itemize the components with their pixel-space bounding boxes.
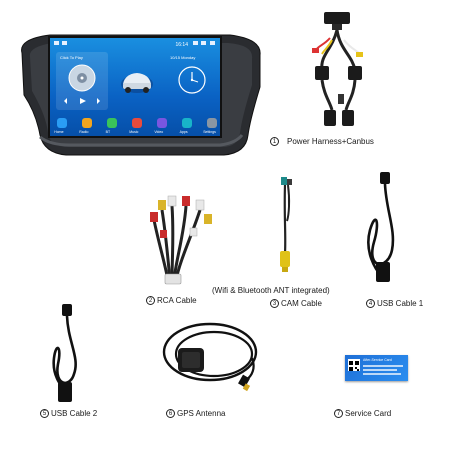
music-widget[interactable]: Click To Play: [56, 52, 108, 110]
item-4-label: USB Cable 1: [377, 299, 424, 308]
analog-clock-icon: [178, 66, 206, 94]
service-card-image: After-Service Card: [345, 355, 408, 381]
item-3-number: 3: [270, 299, 279, 308]
back-icon: [210, 41, 215, 45]
car-icon: [121, 73, 153, 93]
app-video-icon[interactable]: [157, 118, 167, 128]
notification-icon: [62, 41, 67, 45]
item-2-number: 2: [146, 296, 155, 305]
app-apps-label: Apps: [179, 130, 188, 134]
item-4-number: 4: [366, 299, 375, 308]
card-text-line: [363, 373, 401, 375]
album-disc-icon: [68, 64, 96, 92]
screen-icon: [201, 41, 206, 45]
item-5-label: USB Cable 2: [51, 409, 98, 418]
item-7-caption: 7 Service Card: [334, 409, 391, 418]
app-settings-label: Settings: [203, 130, 216, 134]
item-6-label: GPS Antenna: [177, 409, 226, 418]
app-settings-icon[interactable]: [207, 118, 217, 128]
item-5-number: 5: [40, 409, 49, 418]
app-bt-icon[interactable]: [107, 118, 117, 128]
usb-cable-1-image: [367, 172, 395, 282]
item-3-caption: 3 CAM Cable: [270, 299, 322, 308]
cam-cable-note: (Wifi & Bluetooth ANT integrated): [212, 286, 330, 295]
item-3-label: CAM Cable: [281, 299, 322, 308]
item-1-number: 1: [270, 137, 279, 146]
qr-code-icon: [348, 359, 360, 371]
car-widget[interactable]: [113, 52, 161, 110]
app-home-label: Home: [54, 130, 64, 134]
item-5-caption: 5 USB Cable 2: [40, 409, 97, 418]
status-bar: 16:14: [50, 38, 220, 48]
head-unit-screen[interactable]: 16:14 Click To Play 10/15 Monday: [48, 36, 222, 138]
item-6-caption: 6 GPS Antenna: [166, 409, 225, 418]
item-6-number: 6: [166, 409, 175, 418]
service-card-title: After-Service Card: [363, 358, 392, 362]
home-status-icon: [54, 41, 59, 45]
playback-controls-icon: [64, 98, 100, 104]
cam-cable-image: [280, 177, 292, 272]
usb-cable-2-image: [52, 304, 77, 402]
app-radio-label: Radio: [79, 130, 89, 134]
app-bt-label: BT: [105, 130, 111, 134]
volume-icon: [193, 41, 198, 45]
status-time: 16:14: [175, 42, 188, 48]
app-dock: Home Radio BT Music Video Apps Settings: [50, 114, 220, 136]
app-music-label: Music: [129, 130, 139, 134]
app-home-icon[interactable]: [57, 118, 67, 128]
item-4-caption: 4 USB Cable 1: [366, 299, 423, 308]
power-harness-image: [312, 12, 363, 126]
app-video-label: Video: [154, 130, 164, 134]
music-widget-label: Click To Play: [60, 55, 83, 60]
clock-widget-date: 10/15 Monday: [170, 55, 196, 60]
item-7-label: Service Card: [345, 409, 392, 418]
item-2-caption: 2 RCA Cable: [146, 296, 197, 305]
item-1-label: Power Harness+Canbus: [287, 137, 374, 146]
item-2-label: RCA Cable: [157, 296, 197, 305]
item-1-caption: 1 Power Harness+Canbus: [270, 137, 374, 146]
rca-cable-image: [150, 195, 212, 285]
item-7-number: 7: [334, 409, 343, 418]
clock-widget[interactable]: 10/15 Monday: [166, 52, 216, 110]
app-apps-icon[interactable]: [182, 118, 192, 128]
app-radio-icon[interactable]: [82, 118, 92, 128]
gps-antenna-image: [162, 322, 258, 392]
card-text-line: [363, 365, 403, 367]
card-text-line: [363, 369, 397, 371]
app-music-icon[interactable]: [132, 118, 142, 128]
